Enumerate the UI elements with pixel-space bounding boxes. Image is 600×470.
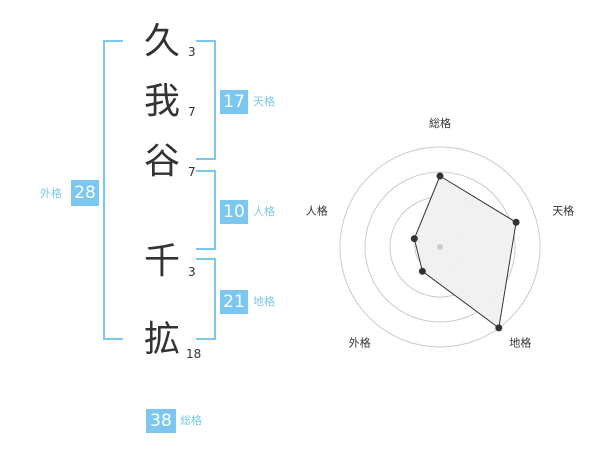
chikaku-value: 21	[220, 290, 248, 314]
gaikaku-label: 外格	[40, 187, 62, 200]
surname-char-2: 我	[143, 81, 180, 122]
radar-axis-label-1: 総格	[429, 116, 451, 130]
radar-axis-label-3: 地格	[509, 336, 531, 350]
radar-ring-4	[339, 146, 541, 348]
chikaku-bracket	[196, 258, 216, 340]
radar-ring-3	[364, 171, 516, 323]
tenkaku-bracket	[196, 40, 216, 160]
surname-char-1-strokes: 3	[188, 45, 196, 59]
radar-center-dot	[437, 244, 443, 250]
radar-point-1	[436, 172, 444, 180]
radar-axis-label-4: 外格	[349, 336, 371, 350]
surname-char-3: 谷	[143, 141, 180, 182]
given-char-2: 拡	[143, 319, 180, 360]
given-char-2-strokes: 18	[186, 347, 202, 361]
jinkaku-bracket	[196, 170, 216, 250]
tenkaku-value: 17	[220, 90, 248, 114]
radar-point-5	[410, 235, 418, 243]
surname-char-3-strokes: 7	[188, 165, 196, 179]
radar-axis-label-5: 人格	[306, 204, 328, 218]
tenkaku-label: 天格	[253, 95, 275, 108]
radar-point-3	[495, 324, 503, 332]
chikaku-label: 地格	[253, 295, 275, 308]
gaikaku-bracket	[103, 40, 123, 340]
surname-char-2-strokes: 7	[188, 105, 196, 119]
radar-point-2	[512, 218, 520, 226]
radar-axis-label-2: 天格	[552, 204, 574, 218]
radar-area	[413, 175, 517, 329]
given-char-1: 千	[143, 241, 180, 282]
soukaku-value: 38	[146, 409, 176, 433]
gaikaku-value: 28	[71, 180, 99, 206]
jinkaku-label: 人格	[253, 205, 275, 218]
jinkaku-value: 10	[220, 200, 248, 224]
soukaku-label: 総格	[180, 414, 202, 427]
given-char-1-strokes: 3	[188, 265, 196, 279]
radar-point-4	[418, 267, 426, 275]
surname-char-1: 久	[143, 21, 180, 62]
